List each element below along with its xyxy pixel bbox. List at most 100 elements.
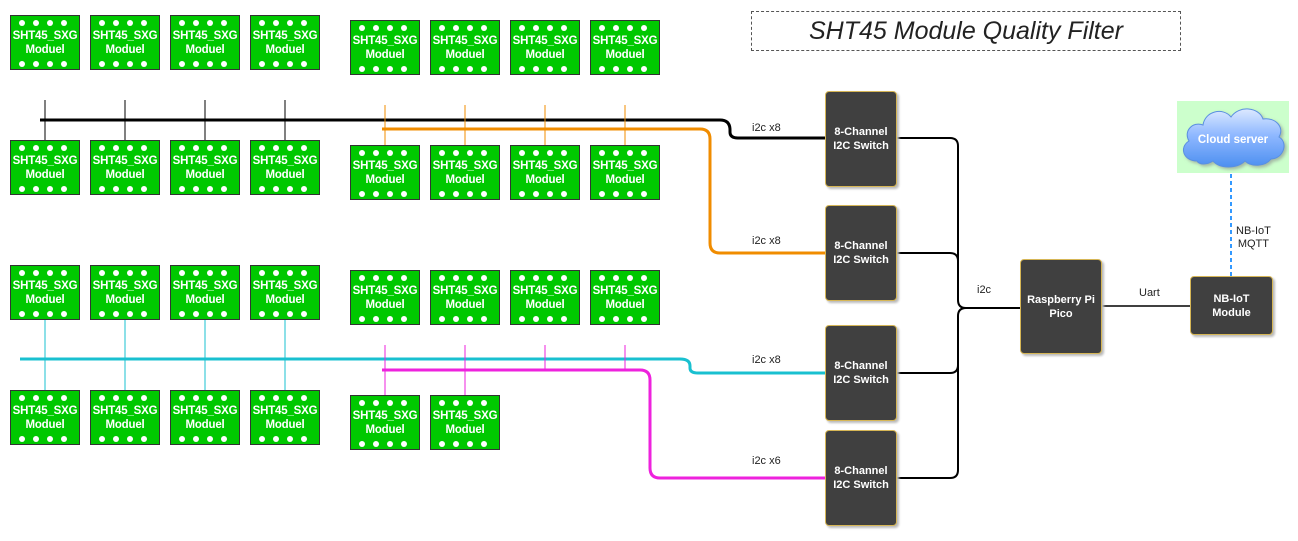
- sht45-module: SHT45_SXG Moduel: [430, 20, 500, 75]
- module-pin: [401, 191, 407, 197]
- module-pin: [61, 270, 67, 276]
- module-pin: [481, 191, 487, 197]
- module-pin: [287, 61, 293, 67]
- sht45-module: SHT45_SXG Moduel: [250, 140, 320, 195]
- module-pin: [287, 20, 293, 26]
- module-pin: [127, 145, 133, 151]
- module-pin: [221, 145, 227, 151]
- module-pin: [359, 150, 365, 156]
- module-pin: [179, 270, 185, 276]
- module-pin: [47, 436, 53, 442]
- sht45-module: SHT45_SXG Moduel: [10, 390, 80, 445]
- module-pin: [547, 66, 553, 72]
- module-pin: [301, 186, 307, 192]
- module-pin: [467, 150, 473, 156]
- module-pin: [47, 270, 53, 276]
- module-pin: [127, 270, 133, 276]
- module-pin: [19, 20, 25, 26]
- module-pin: [221, 395, 227, 401]
- sht45-module: SHT45_SXG Moduel: [510, 270, 580, 325]
- module-pin: [467, 275, 473, 281]
- module-pin: [193, 395, 199, 401]
- module-pin: [61, 61, 67, 67]
- module-pin: [99, 186, 105, 192]
- module-pin: [113, 20, 119, 26]
- module-pin: [627, 316, 633, 322]
- module-pin: [547, 275, 553, 281]
- module-pin: [613, 66, 619, 72]
- sht45-module-label: SHT45_SXG Moduel: [512, 285, 578, 311]
- module-pin: [113, 270, 119, 276]
- module-pin: [453, 191, 459, 197]
- sht45-module-label: SHT45_SXG Moduel: [12, 405, 78, 431]
- module-pin: [641, 150, 647, 156]
- module-pin: [533, 191, 539, 197]
- module-pin: [47, 20, 53, 26]
- module-pin: [533, 316, 539, 322]
- module-pin: [453, 150, 459, 156]
- bus-4-line: [382, 368, 825, 480]
- sht45-module: SHT45_SXG Moduel: [250, 390, 320, 445]
- module-pin: [599, 316, 605, 322]
- module-pin: [387, 191, 393, 197]
- module-pin: [613, 150, 619, 156]
- module-pin: [533, 275, 539, 281]
- module-pin: [99, 311, 105, 317]
- sht45-module-label: SHT45_SXG Moduel: [172, 155, 238, 181]
- module-pin: [481, 25, 487, 31]
- module-pin: [221, 436, 227, 442]
- module-pin: [641, 275, 647, 281]
- module-pin: [193, 270, 199, 276]
- module-pin: [439, 191, 445, 197]
- module-pin: [127, 20, 133, 26]
- module-pin: [481, 441, 487, 447]
- module-pin: [141, 145, 147, 151]
- module-pin: [561, 316, 567, 322]
- module-pin: [641, 191, 647, 197]
- module-pin: [259, 145, 265, 151]
- sht45-module-label: SHT45_SXG Moduel: [432, 160, 498, 186]
- switch-4-to-pico: [897, 316, 959, 479]
- module-pin: [467, 400, 473, 406]
- module-pin: [519, 316, 525, 322]
- module-pin: [193, 186, 199, 192]
- sht45-module-label: SHT45_SXG Moduel: [92, 155, 158, 181]
- switch-3-to-pico: [897, 307, 967, 374]
- module-pin: [627, 275, 633, 281]
- sht45-module-label: SHT45_SXG Moduel: [12, 30, 78, 56]
- module-pin: [179, 61, 185, 67]
- sht45-module: SHT45_SXG Moduel: [10, 15, 80, 70]
- module-pin: [287, 145, 293, 151]
- module-pin: [33, 186, 39, 192]
- module-pin: [439, 25, 445, 31]
- sht45-module: SHT45_SXG Moduel: [590, 20, 660, 75]
- bus-1-line: [40, 118, 825, 140]
- module-pin: [193, 145, 199, 151]
- module-pin: [259, 311, 265, 317]
- uart-label: Uart: [1139, 287, 1160, 299]
- module-pin: [61, 311, 67, 317]
- sht45-module: SHT45_SXG Moduel: [430, 270, 500, 325]
- module-pin: [47, 395, 53, 401]
- module-pin: [47, 145, 53, 151]
- module-pin: [387, 441, 393, 447]
- module-pin: [627, 150, 633, 156]
- sht45-module: SHT45_SXG Moduel: [350, 395, 420, 450]
- module-pin: [439, 441, 445, 447]
- module-pin: [519, 66, 525, 72]
- sht45-module-label: SHT45_SXG Moduel: [352, 285, 418, 311]
- module-pin: [481, 316, 487, 322]
- module-pin: [99, 270, 105, 276]
- i2c-switch-3: 8-Channel I2C Switch: [825, 325, 897, 421]
- sht45-module-label: SHT45_SXG Moduel: [432, 285, 498, 311]
- sht45-module: SHT45_SXG Moduel: [170, 140, 240, 195]
- sht45-module: SHT45_SXG Moduel: [350, 270, 420, 325]
- module-pin: [141, 61, 147, 67]
- module-pin: [613, 191, 619, 197]
- module-pin: [599, 191, 605, 197]
- module-pin: [561, 150, 567, 156]
- sht45-module-label: SHT45_SXG Moduel: [592, 160, 658, 186]
- module-pin: [387, 66, 393, 72]
- module-pin: [221, 61, 227, 67]
- module-pin: [561, 275, 567, 281]
